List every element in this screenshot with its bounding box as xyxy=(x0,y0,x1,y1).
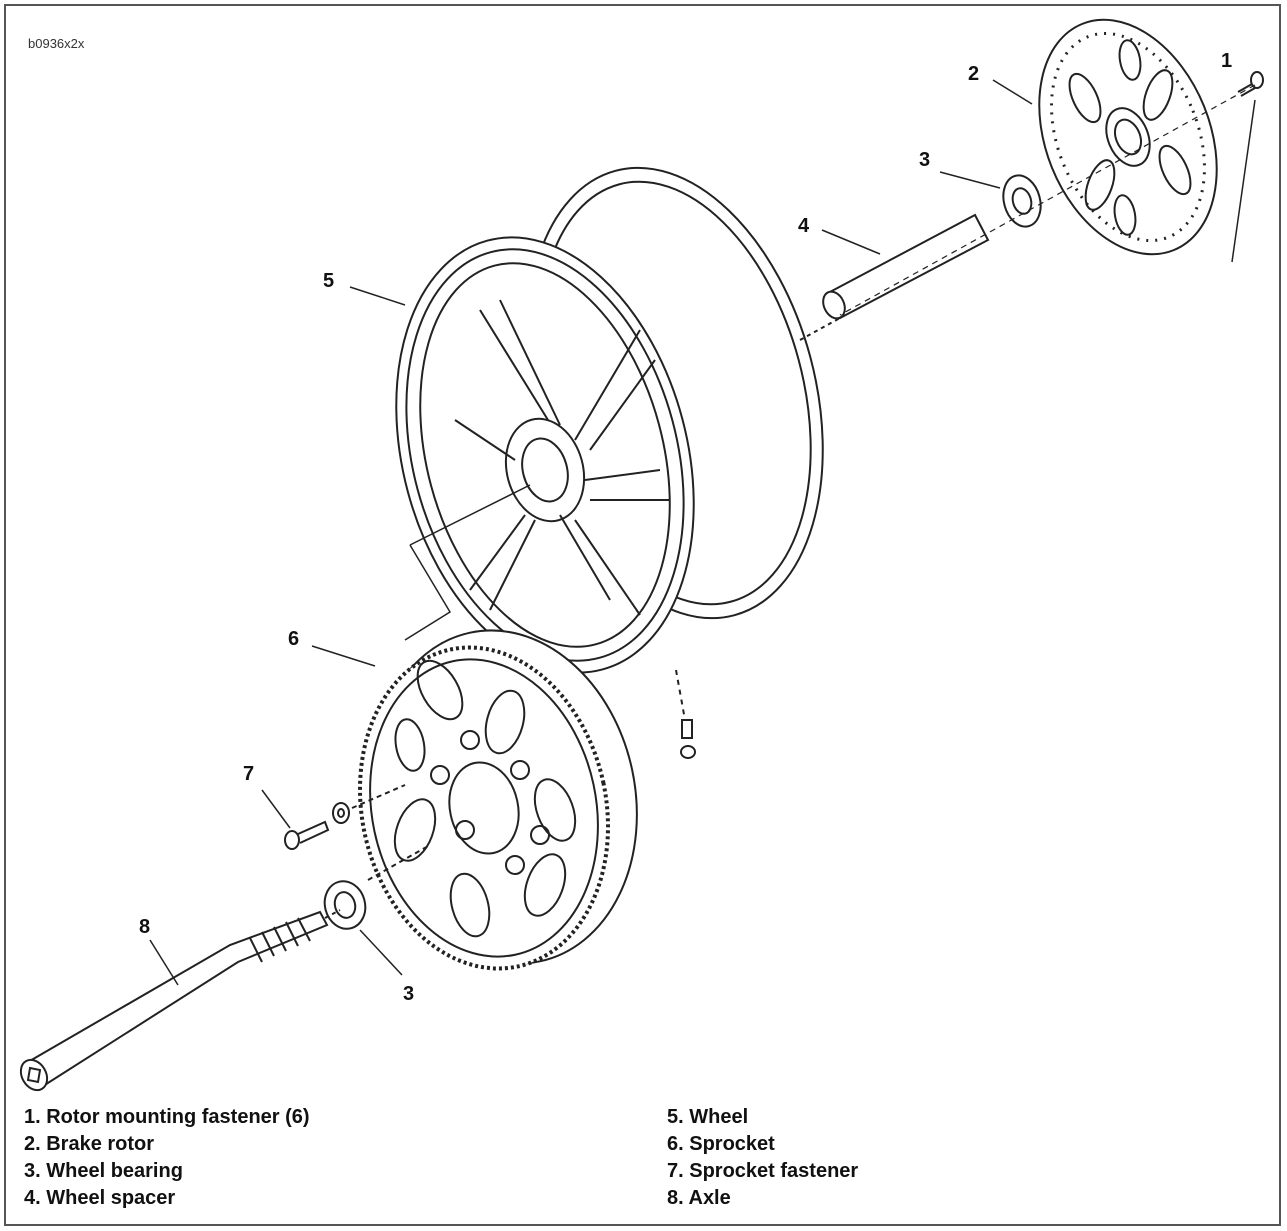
valve-stem xyxy=(675,669,696,759)
sprocket-fastener xyxy=(284,784,406,850)
rotor-mounting-fastener xyxy=(1237,71,1264,97)
wheel-bearing-upper xyxy=(1002,174,1042,228)
legend-item-1: 1. Rotor mounting fastener (6) xyxy=(24,1106,310,1128)
legend-item-3: 3. Wheel bearing xyxy=(24,1160,183,1182)
callout-7: 7 xyxy=(243,763,254,785)
wheel-bearing-lower xyxy=(323,844,431,930)
sprocket xyxy=(358,484,638,971)
legend-item-2: 2. Brake rotor xyxy=(24,1133,155,1155)
legend-item-4: 4. Wheel spacer xyxy=(24,1187,176,1209)
legend-item-8: 8. Axle xyxy=(667,1187,731,1209)
callout-3-upper: 3 xyxy=(919,149,930,171)
figure-code: b0936x2x xyxy=(28,36,85,51)
callout-2: 2 xyxy=(968,63,979,85)
callout-5: 5 xyxy=(323,270,334,292)
leader-lines xyxy=(149,79,1033,986)
brake-rotor xyxy=(1038,18,1218,256)
callout-8: 8 xyxy=(139,916,150,938)
legend-right: 5. Wheel 6. Sprocket 7. Sprocket fastene… xyxy=(667,1104,858,1212)
callout-6: 6 xyxy=(288,628,299,650)
axle xyxy=(19,909,341,1092)
callout-4: 4 xyxy=(798,215,810,237)
callout-3-lower: 3 xyxy=(403,983,414,1005)
wheel xyxy=(395,166,841,674)
callout-1: 1 xyxy=(1221,50,1232,72)
legend-left: 1. Rotor mounting fastener (6) 2. Brake … xyxy=(24,1104,310,1212)
legend-item-5: 5. Wheel xyxy=(667,1106,749,1128)
legend-item-7: 7. Sprocket fastener xyxy=(667,1160,859,1182)
wheel-spacer xyxy=(822,213,990,320)
legend-item-6: 6. Sprocket xyxy=(667,1133,775,1155)
